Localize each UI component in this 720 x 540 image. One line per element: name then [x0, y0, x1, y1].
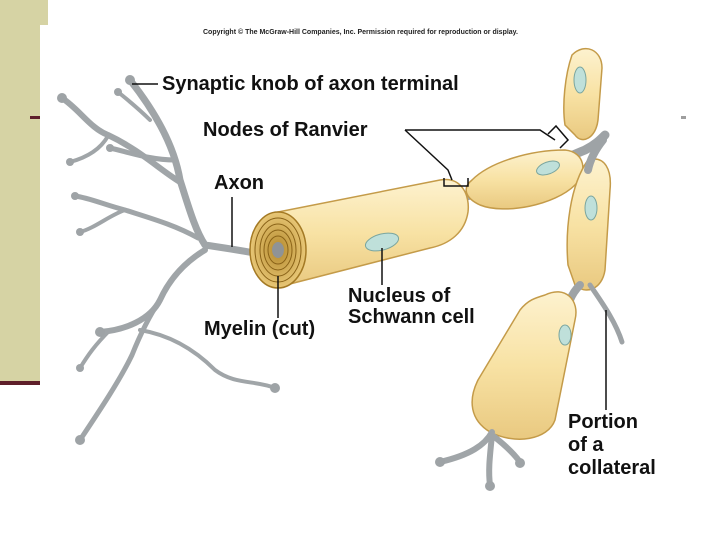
slide-rule-left	[0, 381, 40, 385]
myelin-segment-top	[563, 47, 603, 141]
label-nodes-of-ranvier: Nodes of Ranvier	[203, 119, 368, 141]
myelin-segment-2	[465, 149, 584, 210]
label-collateral-line3: collateral	[568, 457, 656, 479]
myelin-segment-cut	[249, 178, 470, 289]
label-synaptic-knob: Synaptic knob of axon terminal	[162, 73, 459, 95]
synaptic-knobs	[57, 75, 280, 445]
slide-rule-top	[30, 116, 42, 119]
label-collateral-line1: Portion	[568, 411, 638, 433]
label-nucleus-line2: Schwann cell	[348, 306, 475, 328]
lower-terminal-branches	[437, 429, 523, 488]
leader-lines	[132, 83, 607, 410]
myelin-segment-lower	[566, 158, 612, 291]
label-collateral-line2: of a	[568, 434, 604, 456]
label-nucleus-line1: Nucleus of	[348, 285, 451, 307]
label-axon: Axon	[214, 172, 264, 194]
myelin-segment-bottom	[471, 291, 577, 440]
schwann-nucleus	[364, 232, 400, 252]
label-myelin: Myelin (cut)	[204, 318, 316, 340]
slide-rule-right	[676, 116, 686, 119]
copyright-notice: Copyright © The McGraw-Hill Companies, I…	[202, 29, 519, 36]
collateral-axon	[587, 282, 625, 345]
